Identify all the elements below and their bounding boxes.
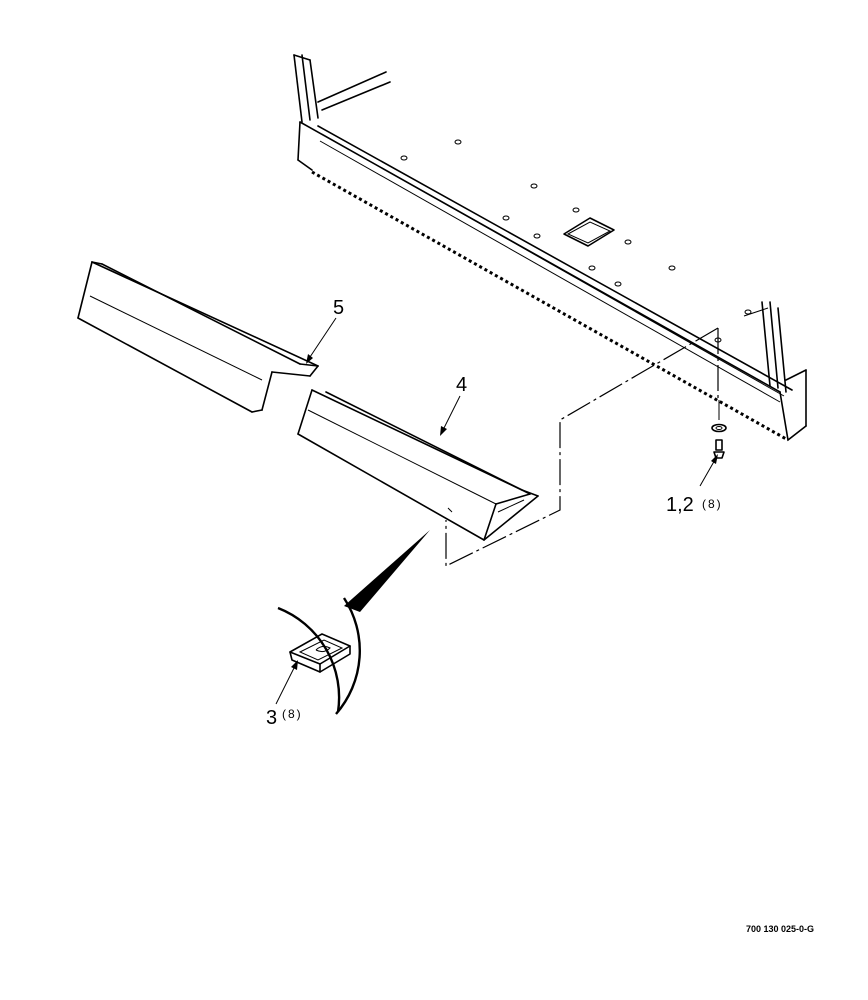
callout-item-5: 5 <box>333 297 344 319</box>
washer <box>711 423 727 433</box>
leader-4 <box>441 395 461 433</box>
callout-leaders <box>275 317 718 705</box>
callout-item-3-qty: (8) <box>282 707 303 721</box>
callout-item-1-2-qty: (8) <box>702 497 723 511</box>
assembly-centerlines <box>445 327 719 567</box>
mounting-holes <box>400 139 752 343</box>
shield-item-5 <box>77 261 319 413</box>
shield-item-4 <box>297 389 539 541</box>
detail-leader <box>344 530 430 612</box>
detail-view <box>277 530 430 715</box>
bolt <box>715 439 723 451</box>
figure-id: 700 130 025-0-G <box>746 924 814 934</box>
callout-item-3: 3 <box>266 707 277 729</box>
leader-3 <box>275 663 297 705</box>
callout-item-4: 4 <box>456 374 467 396</box>
nut-clip <box>289 633 351 673</box>
leader-5 <box>307 317 337 361</box>
detail-circle <box>277 606 341 713</box>
callout-item-1-2: 1,2 <box>666 494 694 516</box>
access-opening <box>563 217 615 247</box>
header-frame <box>293 54 807 442</box>
leader-1-2 <box>699 457 717 487</box>
bolt-and-washer <box>711 400 727 459</box>
